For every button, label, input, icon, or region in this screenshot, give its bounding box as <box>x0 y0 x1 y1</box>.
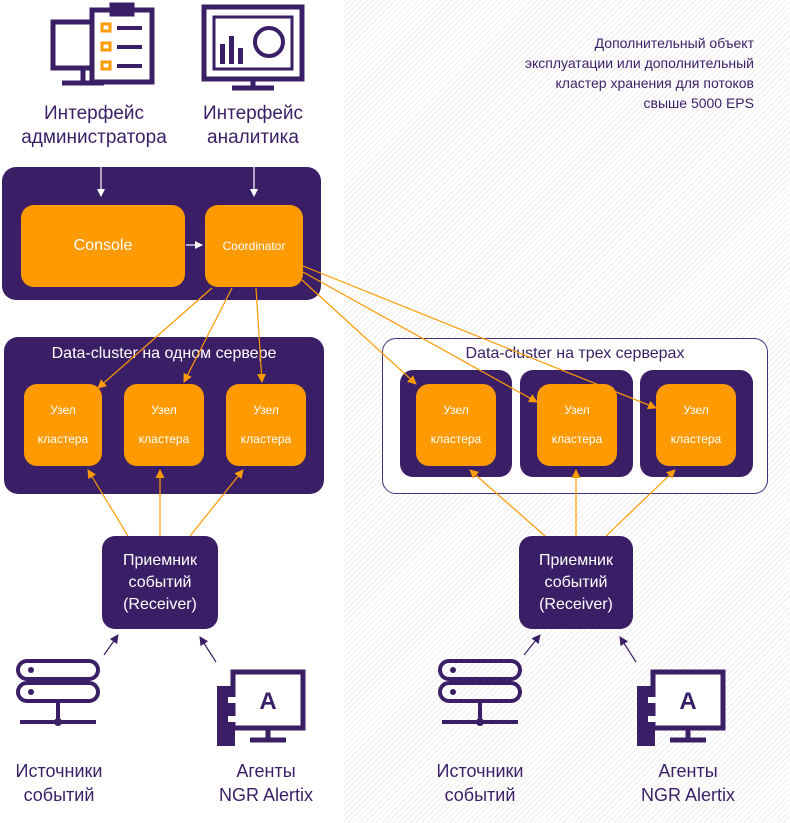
cluster-node[interactable]: Узел кластера <box>124 384 204 466</box>
sources-to-receiver-arrow <box>103 634 119 656</box>
sources-label-line1: Источники <box>15 761 103 781</box>
agents-to-receiver-arrow <box>199 636 217 663</box>
node-label-line2: кластера <box>37 432 89 446</box>
data-cluster-triple-title: Data-cluster на трех серверах <box>465 345 685 362</box>
note-line: свыше 5000 EPS <box>643 95 754 111</box>
analyst-label-line1: Интерфейс <box>202 103 304 124</box>
node-label-line1: Узел <box>253 403 279 417</box>
node-label-line2: кластера <box>551 432 603 446</box>
coordinator-node[interactable]: Coordinator <box>205 205 303 287</box>
agents-label-line2: NGR Alertix <box>640 785 736 805</box>
note-line: Дополнительный объект <box>594 35 754 51</box>
agents-label-line2: NGR Alertix <box>218 785 314 805</box>
analyst-interface-label: Интерфейс аналитика <box>192 102 314 150</box>
node-label-line1: Узел <box>683 403 709 417</box>
receiver-label-line1: Приемник <box>538 551 613 569</box>
receiver-left[interactable]: Приемник событий (Receiver) <box>102 536 218 629</box>
agents-label-right: Агенты NGR Alertix <box>618 759 758 807</box>
receiver-label-line1: Приемник <box>122 551 197 569</box>
agents-label-left: Агенты NGR Alertix <box>196 759 336 807</box>
cluster-node[interactable]: Узел кластера <box>226 384 306 466</box>
node-label-line1: Узел <box>443 403 469 417</box>
note-line: кластер хранения для потоков <box>555 75 754 91</box>
cluster-node[interactable]: Узел кластера <box>656 384 736 466</box>
coordinator-label: Coordinator <box>222 239 286 253</box>
note-line: эксплуатации или дополнительный <box>524 55 754 71</box>
sources-label-right: Источники событий <box>420 759 540 807</box>
analytics-monitor-icon <box>201 4 305 91</box>
additional-object-note: Дополнительный объект эксплуатации или д… <box>440 33 754 113</box>
analyst-label-line2: аналитика <box>207 127 299 148</box>
cluster-node[interactable]: Узел кластера <box>416 384 496 466</box>
sources-label-left: Источники событий <box>0 759 118 807</box>
agent-computer-icon <box>217 669 306 746</box>
node-label-line1: Узел <box>50 403 76 417</box>
cluster-node[interactable]: Узел кластера <box>24 384 102 466</box>
node-label-line2: кластера <box>138 432 190 446</box>
admin-label-line1: Интерфейс <box>43 103 145 124</box>
sources-label-line2: событий <box>444 785 516 805</box>
console-node[interactable]: Console <box>21 205 185 287</box>
node-label-line2: кластера <box>430 432 482 446</box>
sources-label-line2: событий <box>23 785 95 805</box>
receiver-label-line2: событий <box>128 573 192 591</box>
agents-label-line1: Агенты <box>236 761 296 781</box>
receiver-right[interactable]: Приемник событий (Receiver) <box>519 536 633 629</box>
node-label-line1: Узел <box>151 403 177 417</box>
data-cluster-single-title: Data-cluster на одном сервере <box>51 345 277 362</box>
admin-interface-label: Интерфейс администратора <box>0 102 188 150</box>
receiver-label-line2: событий <box>544 573 608 591</box>
node-label-line1: Узел <box>564 403 590 417</box>
admin-label-line2: администратора <box>21 127 167 148</box>
node-label-line2: кластера <box>240 432 292 446</box>
server-stack-icon <box>16 659 100 726</box>
node-label-line2: кластера <box>670 432 722 446</box>
agents-label-line1: Агенты <box>658 761 718 781</box>
cluster-node[interactable]: Узел кластера <box>537 384 617 466</box>
receiver-label-line3: (Receiver) <box>123 595 197 613</box>
receiver-label-line3: (Receiver) <box>539 595 613 613</box>
sources-label-line1: Источники <box>436 761 524 781</box>
console-label: Console <box>73 237 133 254</box>
agent-glyph: A <box>259 688 276 715</box>
admin-checklist-icon <box>50 2 155 86</box>
